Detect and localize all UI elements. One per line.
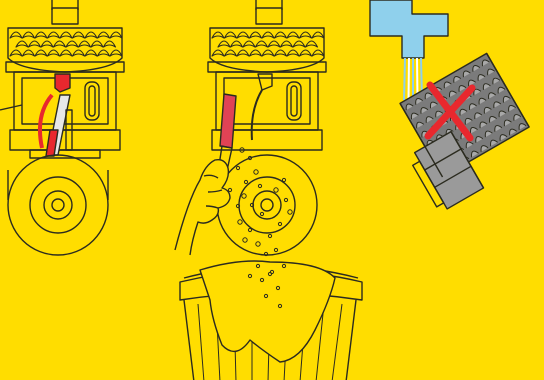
water-line — [409, 58, 410, 100]
water-line — [404, 58, 405, 100]
